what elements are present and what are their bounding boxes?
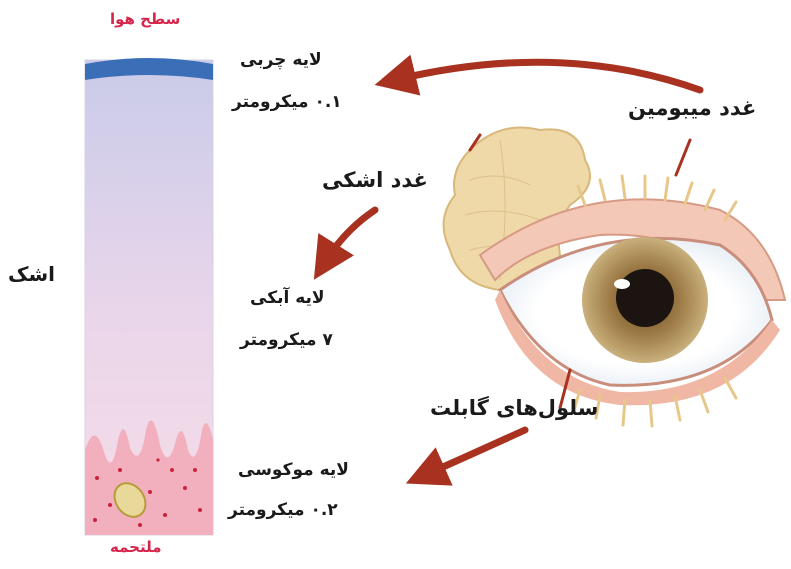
eye-highlight (614, 279, 630, 289)
pupil (616, 269, 674, 327)
meibomian-gland-label: غدد میبومین (628, 96, 756, 120)
meibomian-arrow (395, 62, 700, 90)
lacrimal-gland-label: غدد اشکی (322, 168, 428, 192)
meibomian-pointer (676, 140, 690, 175)
tear-label: اشک (8, 262, 55, 286)
aqueous-layer-thickness: ۷ میکرومتر (240, 330, 333, 350)
goblet-cells-label: سلول‌های گابلت (430, 396, 598, 420)
tear-column (85, 58, 213, 535)
air-surface-label: سطح هوا (110, 10, 180, 28)
conjunctiva-label: ملتحمه (110, 538, 162, 556)
lipid-layer-thickness: ۰.۱ میکرومتر (232, 92, 342, 112)
lacrimal-arrow (325, 210, 375, 262)
mucin-layer-name: لایه موکوسی (238, 460, 349, 480)
lipid-layer-name: لایه چربی (240, 50, 322, 70)
aqueous-layer-name: لایه آبکی (250, 288, 325, 308)
mucin-layer-thickness: ۰.۲ میکرومتر (228, 500, 338, 520)
goblet-arrow (425, 430, 525, 475)
